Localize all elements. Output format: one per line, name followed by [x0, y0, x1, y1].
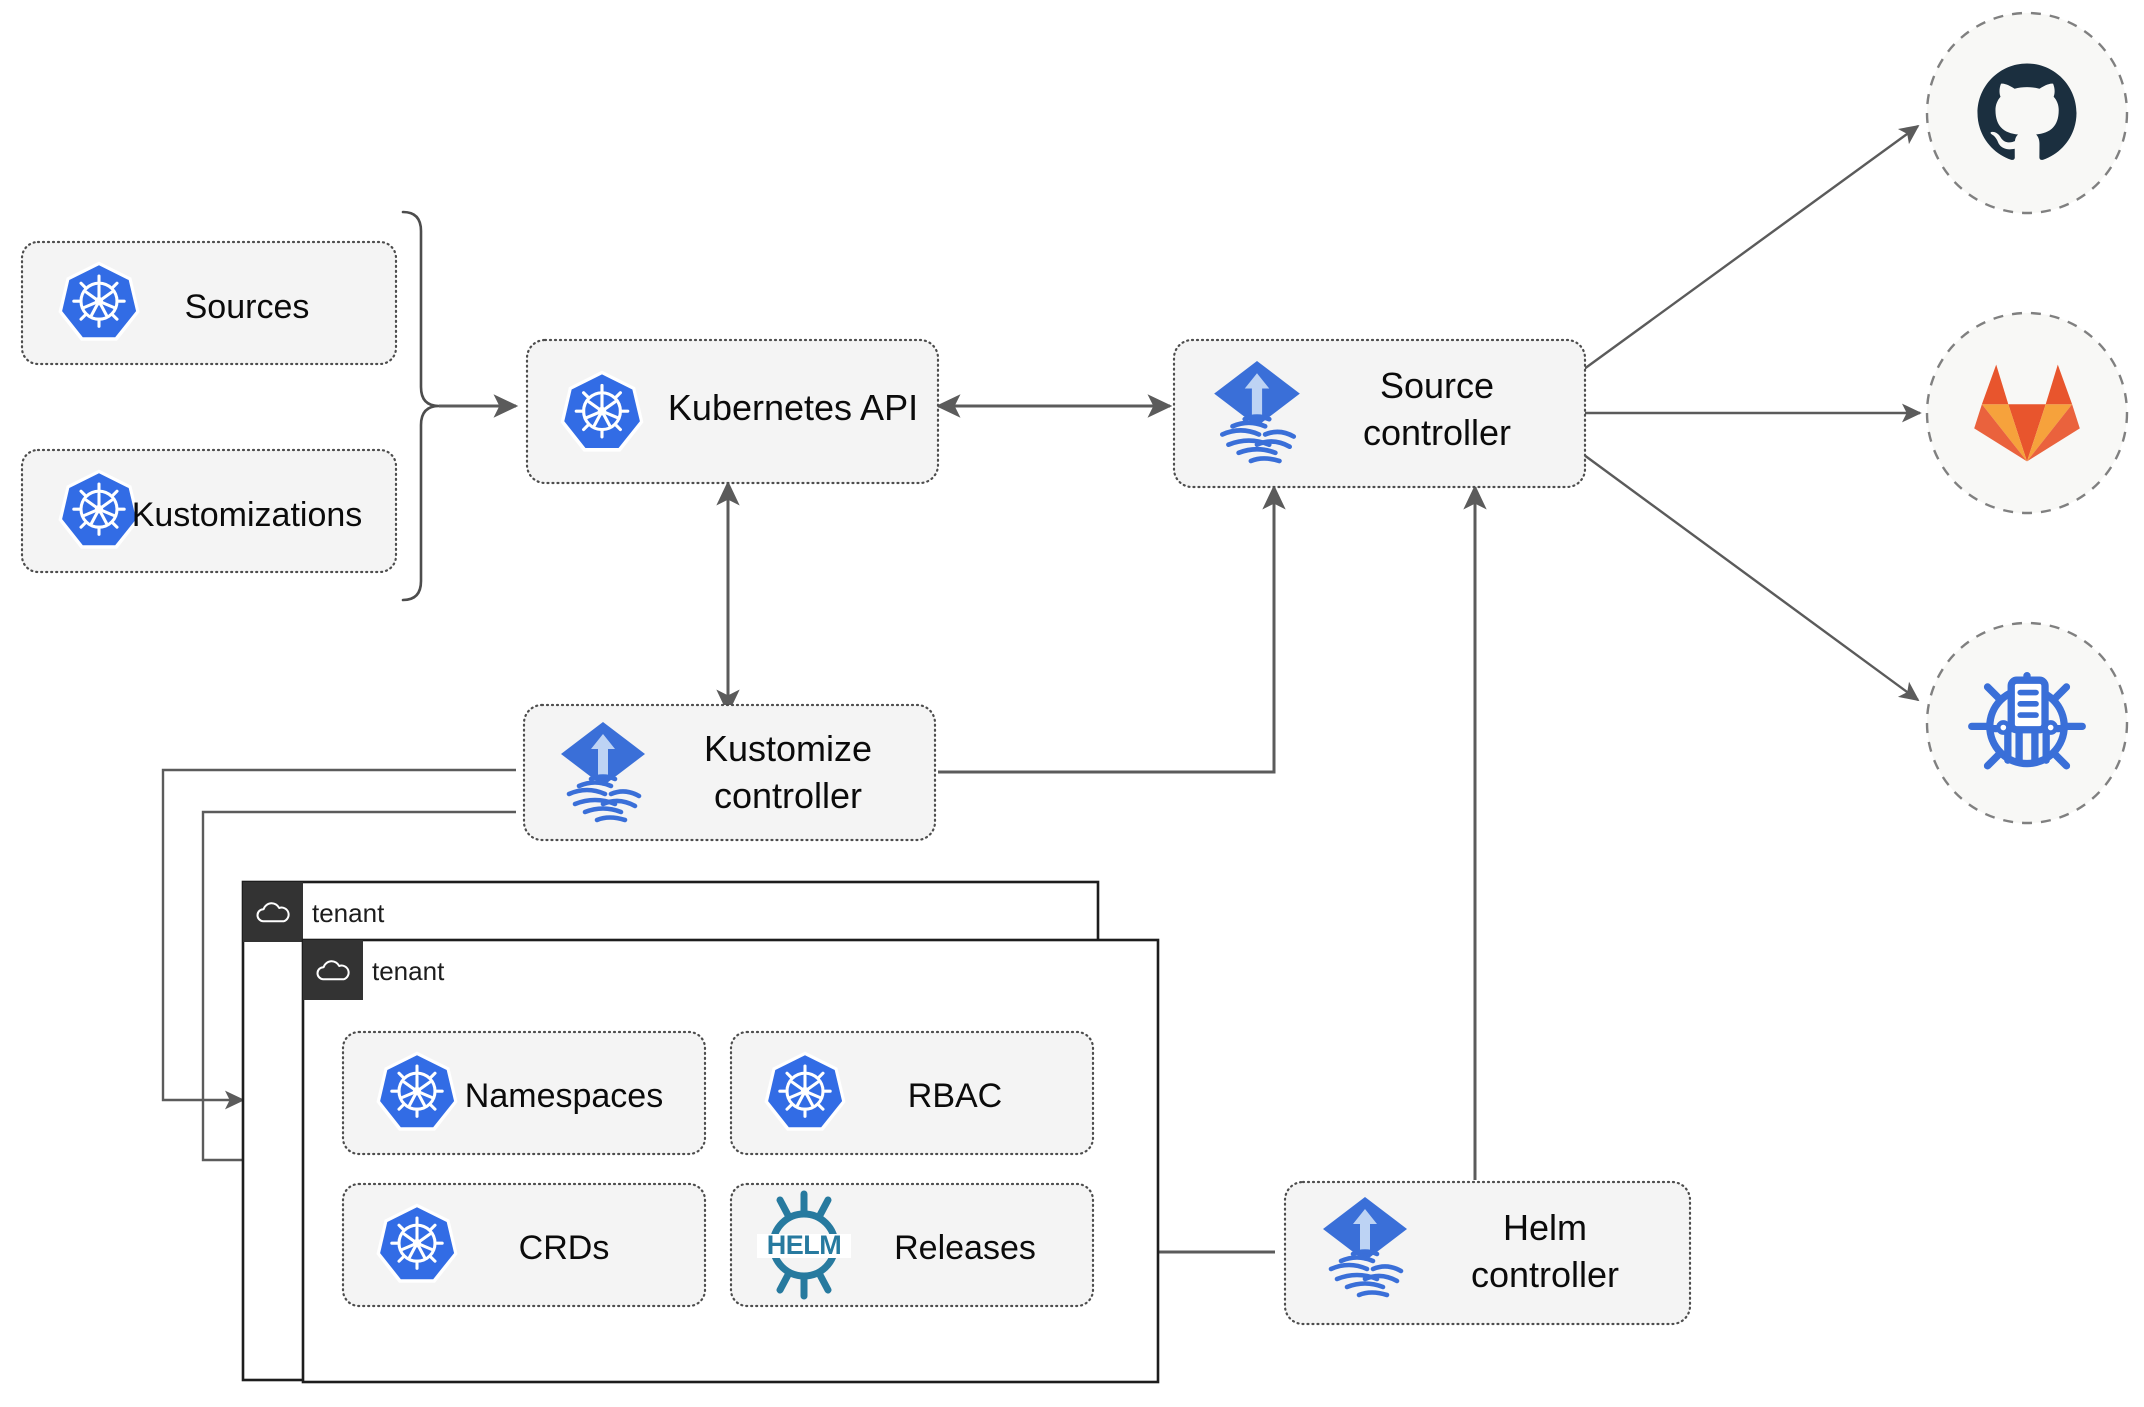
tenant-inner-tab [303, 940, 363, 1000]
node-label-helm-controller-line2: controller [1471, 1254, 1619, 1295]
tenant-inner-label: tenant [372, 956, 445, 986]
tenant-outer-label: tenant [312, 898, 385, 928]
node-helm-controller[interactable]: Helm controller [1283, 1180, 1692, 1326]
tenant-resource-label-namespaces: Namespaces [465, 1077, 663, 1115]
connector-source-controller-to-helm-repository [1579, 451, 1920, 702]
node-source-controller[interactable]: Source controller [1172, 338, 1587, 489]
tenant-inner[interactable]: tenant [301, 938, 1160, 1384]
external-source-helm-repository[interactable] [1925, 621, 2129, 825]
tenant-resource-rbac[interactable]: RBAC [729, 1030, 1095, 1156]
resource-label-kustomizations: Kustomizations [132, 496, 363, 534]
node-label-helm-controller-line1: Helm [1503, 1207, 1587, 1248]
node-label-kubernetes-api: Kubernetes API [668, 387, 918, 428]
resource-box-kustomizations[interactable]: Kustomizations [20, 448, 398, 574]
node-label-kustomize-controller-line2: controller [714, 775, 862, 816]
tenant-resource-label-crds: CRDs [519, 1229, 610, 1267]
external-source-github[interactable] [1925, 11, 2129, 215]
resource-box-sources[interactable]: Sources [20, 240, 398, 366]
tenant-resource-crds[interactable]: CRDs [341, 1182, 707, 1308]
node-kustomize-controller[interactable]: Kustomize controller [522, 703, 937, 842]
node-kubernetes-api[interactable]: Kubernetes API [525, 338, 940, 485]
node-label-source-controller-line1: Source [1380, 365, 1494, 406]
connector-layer [161, 124, 1922, 1264]
node-label-source-controller-line2: controller [1363, 412, 1511, 453]
node-label-kustomize-controller-line1: Kustomize [704, 728, 872, 769]
tenant-outer-tab [243, 882, 303, 942]
tenant-resource-label-releases: Releases [894, 1229, 1036, 1267]
connector-kustomize-to-source-controller [938, 484, 1286, 774]
tenant-resource-releases[interactable]: Releases [729, 1182, 1095, 1308]
connector-source-controller-to-github [1579, 124, 1920, 373]
external-source-gitlab[interactable] [1925, 311, 2129, 515]
resources-brace [401, 210, 440, 602]
tenant-resource-label-rbac: RBAC [908, 1077, 1002, 1115]
resource-label-sources: Sources [185, 288, 310, 326]
tenant-resource-namespaces[interactable]: Namespaces [341, 1030, 707, 1156]
